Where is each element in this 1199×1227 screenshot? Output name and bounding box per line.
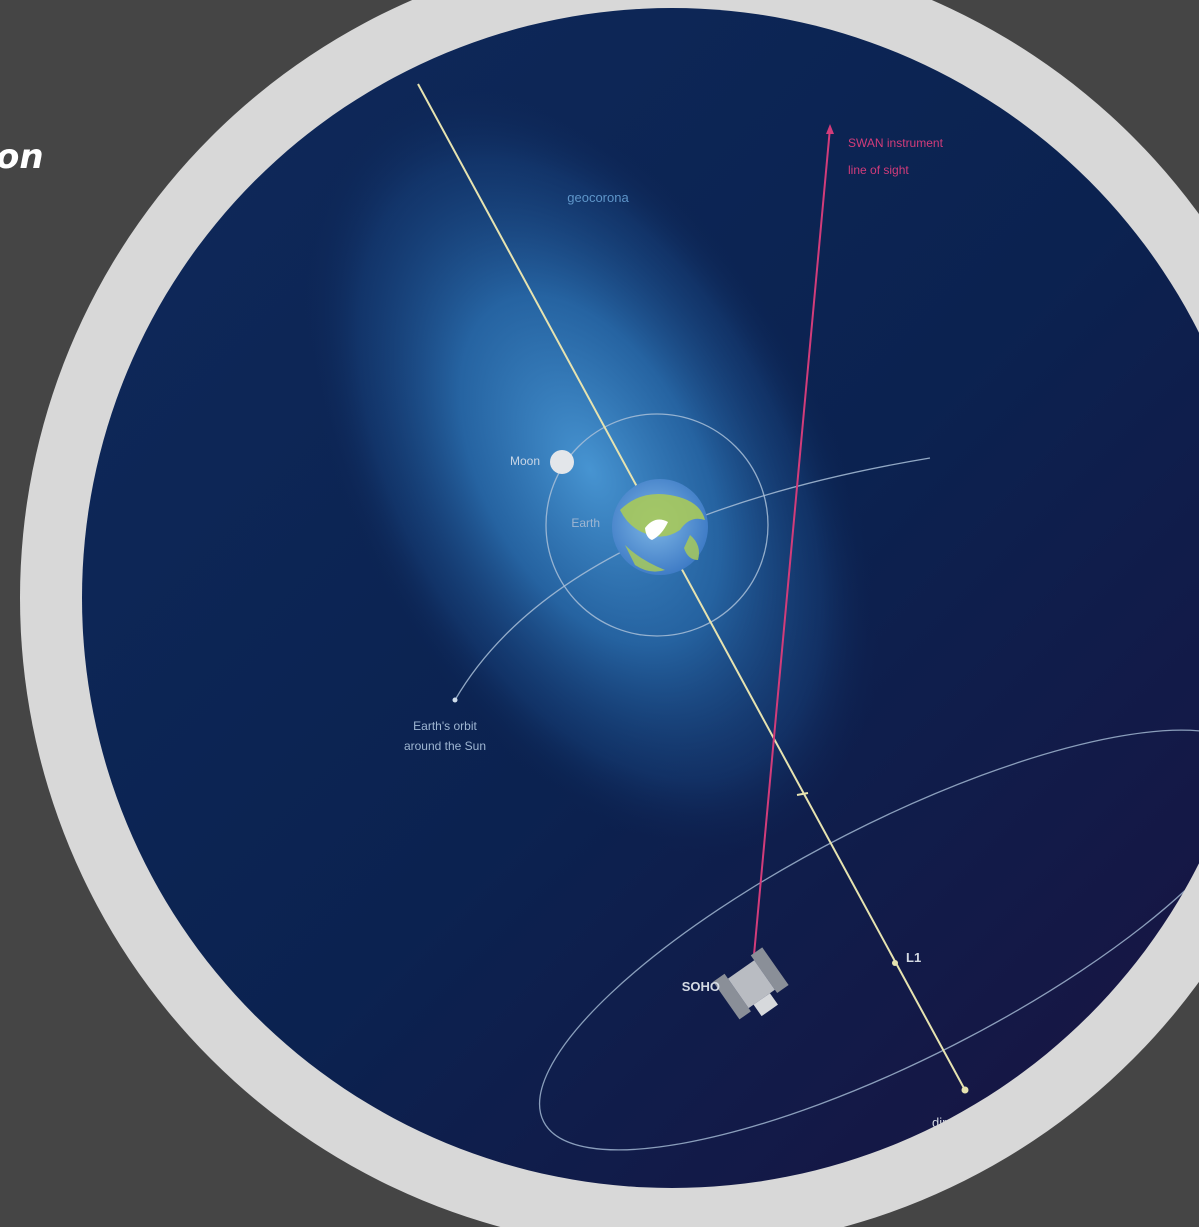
soho-spacecraft-icon xyxy=(713,947,789,1020)
slide-title-fragment: on xyxy=(0,137,44,177)
swan-line-of-sight xyxy=(753,127,831,956)
geocorona-label: geocorona xyxy=(567,190,629,205)
moon-icon xyxy=(550,450,574,474)
l2-point-marker xyxy=(892,960,898,966)
l2-label: L1 xyxy=(906,950,921,965)
moon-label: Moon xyxy=(510,454,540,468)
swan-label-line2: line of sight xyxy=(848,163,909,177)
halo-orbit xyxy=(538,729,1199,1151)
orbit-label-line1: Earth's orbit xyxy=(413,719,477,733)
swan-label-line1: SWAN instrument xyxy=(848,136,944,150)
sun-earth-line xyxy=(417,83,966,1091)
moon-orbit xyxy=(545,413,769,637)
swan-arrowhead xyxy=(826,124,834,134)
sun-direction-marker xyxy=(961,1086,969,1094)
geocorona-glow xyxy=(300,82,880,858)
distance-tick xyxy=(796,792,809,796)
earth-orbit-endpoint xyxy=(452,697,458,703)
earth-label: Earth xyxy=(571,516,600,530)
soho-label: SOHO xyxy=(682,979,720,994)
orbit-label-line2: around the Sun xyxy=(404,739,486,753)
earth-icon xyxy=(612,479,708,575)
